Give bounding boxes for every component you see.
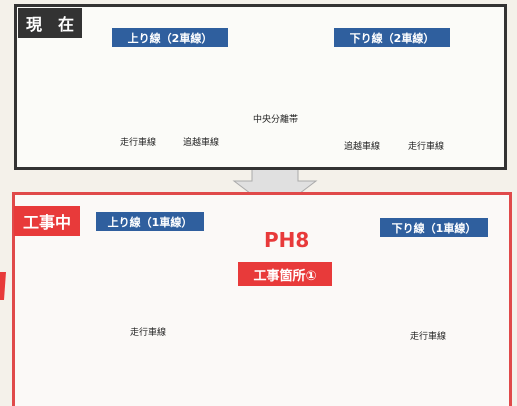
up-line-label: 上り線（2車線） [112, 28, 228, 47]
down-line-label: 下り線（1車線） [380, 218, 488, 237]
down-line-label: 下り線（2車線） [334, 28, 450, 47]
lane-label: 走行車線 [409, 331, 446, 342]
median-label: 中央分離帯 [251, 112, 301, 125]
construction-title: 工事中 [14, 206, 80, 236]
lane-label: 追越車線 [182, 137, 219, 148]
current-title: 現 在 [18, 8, 82, 38]
lane-label: 走行車線 [407, 141, 444, 152]
phase-label: PH8 [264, 228, 310, 252]
lane-label: 走行車線 [119, 137, 156, 148]
edge-mark [0, 272, 6, 300]
up-line-label: 上り線（1車線） [96, 212, 204, 231]
construction-site-label: 工事箇所① [238, 262, 332, 286]
lane-label: 走行車線 [129, 327, 166, 338]
lane-label: 追越車線 [343, 141, 380, 152]
